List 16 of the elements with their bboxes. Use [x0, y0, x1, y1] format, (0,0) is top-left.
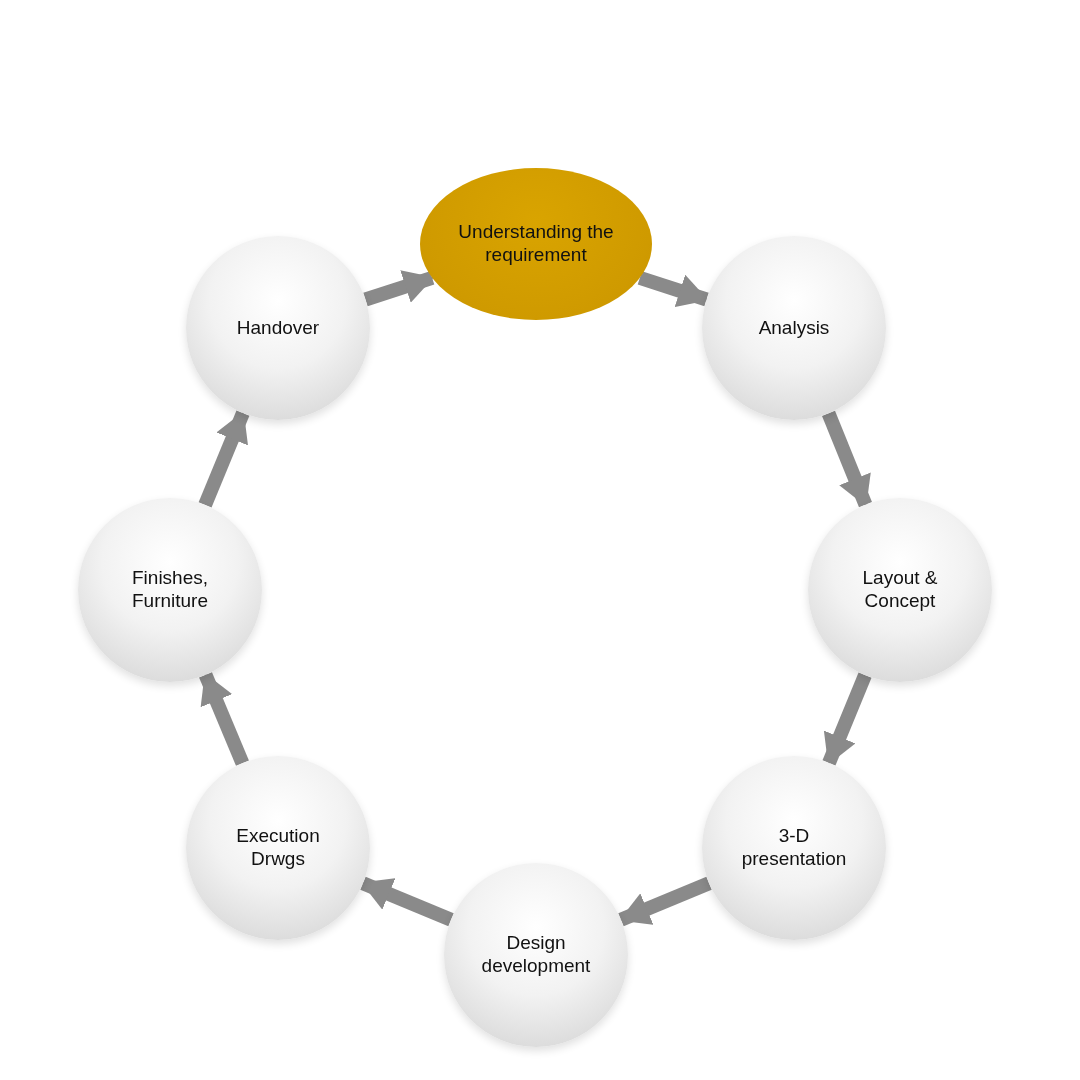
step-label: Analysis — [758, 316, 830, 340]
arrow — [822, 672, 872, 766]
step-label: Layout & Concept — [861, 567, 939, 613]
step-label: Finishes, Furniture — [131, 567, 209, 613]
arrow — [360, 876, 454, 927]
step-label: Handover — [236, 316, 320, 340]
arrow — [363, 270, 435, 307]
step-label: Design development — [480, 932, 592, 978]
arrow — [618, 876, 712, 927]
arrow — [637, 271, 709, 307]
step-label: 3-D presentation — [740, 825, 848, 871]
arrow — [199, 672, 249, 766]
step-label: Understanding the requirement — [457, 221, 615, 267]
arrow — [822, 410, 872, 508]
arrow — [198, 410, 250, 508]
step-label: Execution Drwgs — [235, 825, 321, 871]
